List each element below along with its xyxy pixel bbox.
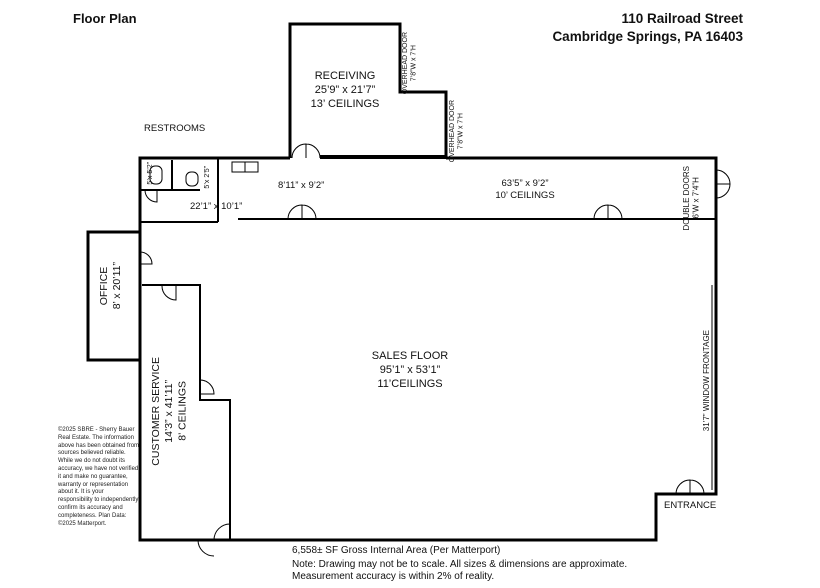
customer-service-name: CUSTOMER SERVICE — [150, 357, 162, 466]
customer-service-ceiling: 8’ CEILINGS — [176, 381, 189, 442]
corridor-main-dims: 63’5” x 9’2” — [501, 178, 549, 189]
receiving-name: RECEIVING — [314, 70, 376, 82]
hall-dims: 22’1” x 10’1” — [190, 201, 243, 212]
copyright-notice: ©2025 SBRE - Sherry Bauer Real Estate. T… — [58, 427, 140, 527]
receiving-ceiling: 13’ CEILINGS — [310, 97, 380, 110]
overhead-door-1-dims: 7’8”W x 7’H — [410, 45, 418, 82]
customer-service-walls — [142, 284, 231, 540]
office-dims: 8’ x 20’11” — [111, 262, 124, 310]
fixtures — [149, 161, 259, 187]
door-swing-corridor-2 — [593, 204, 623, 220]
receiving-walls — [288, 22, 448, 158]
corridor-small-dims: 8’11” x 9’2” — [278, 180, 325, 191]
window-frontage-label: 31’7” WINDOW FRONTAGE — [702, 330, 711, 432]
receiving-dims: 25’9” x 21’7” — [314, 83, 376, 96]
door-swing-cs-bottom — [213, 523, 231, 541]
accuracy-note: Measurement accuracy is within 2% of rea… — [292, 571, 495, 582]
sales-floor-ceiling: 11’CEILINGS — [377, 377, 443, 390]
office-walls — [86, 230, 140, 362]
plan-title: Floor Plan — [73, 11, 137, 26]
overhead-door-2-name: OVERHEAD DOOR — [449, 100, 456, 163]
door-swing-cs-top — [161, 285, 177, 301]
door-swing-double — [715, 169, 731, 199]
sales-floor-dims: 95’1” x 53’1” — [379, 363, 441, 376]
stall-2-dims: 5’x 2’5” — [204, 166, 211, 189]
double-doors-dims: 6’W x 7’4”H — [691, 177, 701, 219]
gross-area-note: 6,558± SF Gross Internal Area (Per Matte… — [292, 545, 501, 556]
room-corridor-main: 63’5” x 9’2” 10’ CEILINGS — [485, 178, 565, 202]
double-doors: DOUBLE DOORS 6’W x 7’4”H — [682, 166, 701, 230]
main-outer-wall — [138, 156, 718, 542]
restrooms-label: RESTROOMS — [144, 123, 206, 134]
door-swing-cs-right — [199, 379, 215, 395]
interior-walls — [140, 155, 716, 540]
customer-service-dims: 14’3” x 41’11” — [163, 379, 176, 443]
address-city: Cambridge Springs, PA 16403 — [552, 29, 743, 44]
overhead-door-2-dims: 7’8”W x 7’H — [457, 113, 465, 150]
overhead-door-1: OVERHEAD DOOR 7’8”W x 7’H — [402, 32, 419, 94]
door-swing-entrance — [675, 479, 705, 495]
room-sales-floor: SALES FLOOR 95’1” x 53’1” 11’CEILINGS — [360, 350, 460, 391]
scale-note: Note: Drawing may not be to scale. All s… — [292, 559, 628, 570]
room-office: OFFICE 8’ x 20’11” — [98, 262, 124, 309]
overhead-door-2: OVERHEAD DOOR 7’8”W x 7’H — [449, 100, 466, 162]
toilet-2 — [185, 171, 199, 187]
entrance-label: ENTRANCE — [664, 500, 717, 511]
toilet-1 — [149, 165, 163, 185]
door-swing-restroom — [144, 189, 158, 203]
door-swing-receiving — [291, 143, 321, 159]
stall-1-dims: 5’x 5’2” — [147, 162, 154, 185]
double-doors-name: DOUBLE DOORS — [682, 166, 691, 231]
sales-floor-name: SALES FLOOR — [371, 350, 449, 362]
door-swing-office — [139, 251, 153, 265]
door-swing-exit — [197, 539, 215, 557]
overhead-door-1-name: OVERHEAD DOOR — [402, 32, 409, 95]
doors — [139, 143, 731, 557]
address-street: 110 Railroad Street — [621, 11, 743, 26]
door-swing-corridor-1 — [287, 204, 317, 220]
office-name: OFFICE — [98, 266, 110, 305]
room-customer-service: CUSTOMER SERVICE 14’3” x 41’11” 8’ CEILI… — [150, 357, 189, 466]
room-receiving: RECEIVING 25’9” x 21’7” 13’ CEILINGS — [300, 70, 390, 111]
corridor-main-ceiling: 10’ CEILINGS — [495, 189, 555, 201]
